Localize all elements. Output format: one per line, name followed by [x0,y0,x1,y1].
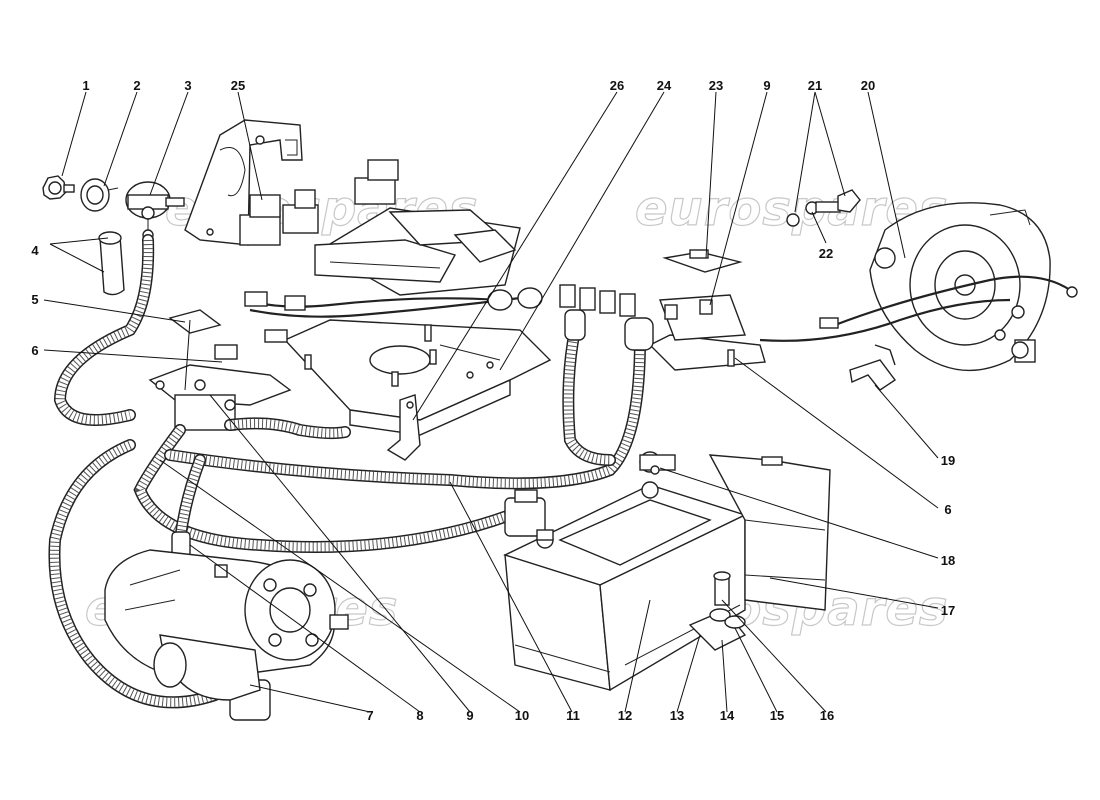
part-6-positive-terminal-block [148,344,292,431]
callout-24: 24 [657,78,672,93]
wiring-loom [244,287,543,343]
callout-7: 7 [366,708,373,723]
callout-8: 8 [416,708,423,723]
callout-6-right: 6 [944,502,951,517]
callout-14: 14 [720,708,735,723]
part-19-clip [849,344,897,391]
callout-16: 16 [820,708,834,723]
callout-19: 19 [941,453,955,468]
callout-6-left: 6 [31,343,38,358]
callout-17: 17 [941,603,955,618]
callout-23: 23 [709,78,723,93]
part-4-sleeve [98,231,125,296]
callout-9-bottom: 9 [466,708,473,723]
alternator-leads [759,275,1078,342]
callout-9-top: 9 [763,78,770,93]
callout-22: 22 [819,246,833,261]
part-25-bracket [184,119,303,246]
callout-labels: 1 2 3 25 26 24 23 9 21 20 4 5 6 22 19 6 … [31,78,955,723]
part-1-knob-nut [42,175,75,200]
callout-20: 20 [861,78,875,93]
callout-21: 21 [808,78,822,93]
part-26-small-bracket [386,394,421,461]
part-3-isolator-switch [125,181,185,241]
callout-3: 3 [184,78,191,93]
callout-5: 5 [31,292,38,307]
heavy-cables [48,234,646,709]
part-21-screw-washer [786,189,861,227]
callout-2: 2 [133,78,140,93]
part-23-fuse-cover [662,249,743,273]
fuse-box-base-plate [283,319,552,436]
parts-13-16-hold-down [688,571,747,651]
callout-26: 26 [610,78,624,93]
callout-10: 10 [515,708,529,723]
callout-25: 25 [231,78,245,93]
callout-15: 15 [770,708,784,723]
callout-13: 13 [670,708,684,723]
leader-lines [43,91,939,713]
callout-1: 1 [82,78,89,93]
fuse-box [314,207,521,296]
callout-18: 18 [941,553,955,568]
callout-4: 4 [31,243,39,258]
maxi-fuses [559,284,636,317]
part-5-cover-plate [168,309,222,334]
starter-motor [104,549,349,701]
part-18-battery-clamp [639,451,676,475]
callout-12: 12 [618,708,632,723]
part-12-battery [503,481,747,692]
part-2-washer [80,178,119,212]
relay-group [239,159,399,246]
callout-11: 11 [566,708,580,723]
part-9-junction-block [648,294,766,371]
